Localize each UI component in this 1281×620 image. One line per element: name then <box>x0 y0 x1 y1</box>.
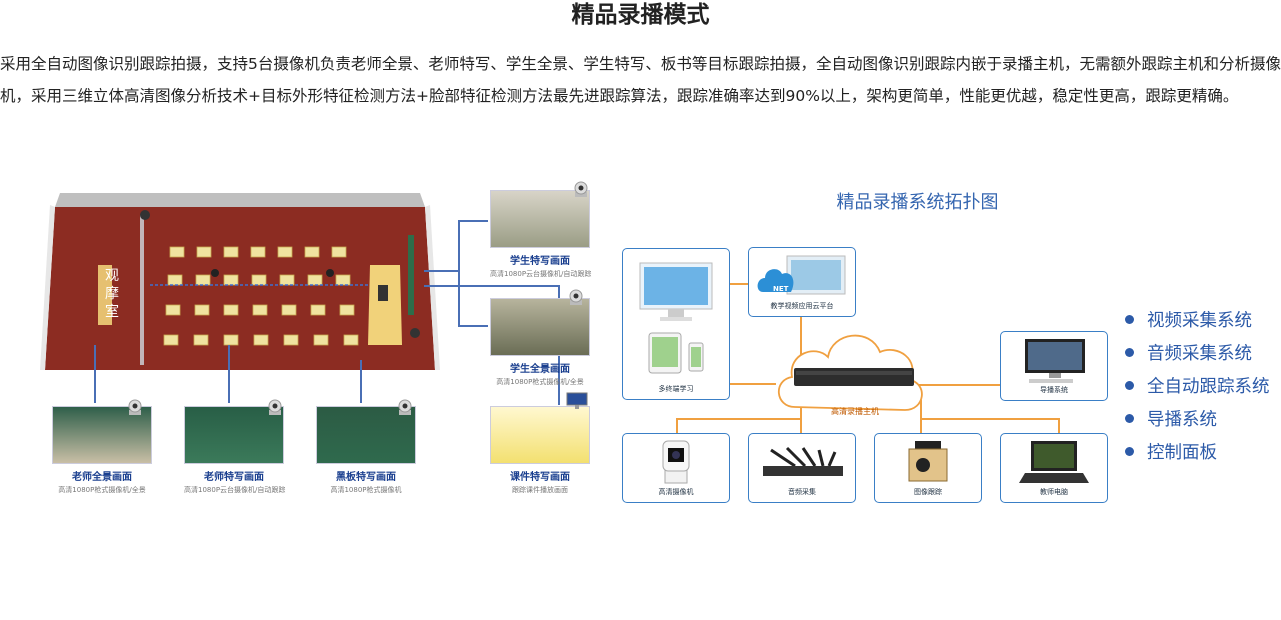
node-label: 多终端学习 <box>658 385 694 393</box>
page-title: 精品录播模式 <box>571 2 710 28</box>
card-caption: 老师特写画面 <box>204 472 264 483</box>
connector-line <box>424 270 460 272</box>
tablet-phone-icon <box>648 332 704 374</box>
connector-line <box>458 325 488 327</box>
node-label: 高清摄像机 <box>658 488 694 496</box>
blackboard-closeup-image <box>316 406 416 464</box>
legend-item: 控制面板 <box>1122 435 1270 468</box>
legend-item: 导播系统 <box>1122 402 1270 435</box>
legend-label: 音频采集系统 <box>1147 344 1252 364</box>
card-subcaption: 高清1080P云台摄像机/自动跟踪 <box>184 486 286 494</box>
teacher-closeup-card: 老师特写画面 高清1080P云台摄像机/自动跟踪 <box>184 406 286 495</box>
topology-line <box>910 384 1002 386</box>
bullet-icon <box>1125 414 1134 423</box>
cloud-platform-icon <box>757 255 846 295</box>
topology-title: 精品录播系统拓扑图 <box>836 192 999 213</box>
ptz-camera-icon <box>569 289 583 305</box>
node-label: 图像跟踪 <box>914 488 942 496</box>
topology-line <box>800 316 802 356</box>
node-label: 音频采集 <box>788 488 816 496</box>
cloud-icon <box>777 334 923 411</box>
card-caption: 黑板特写画面 <box>336 472 396 483</box>
node-label: 导播系统 <box>1040 386 1068 394</box>
legend: 视频采集系统 音频采集系统 全自动跟踪系统 导播系统 控制面板 <box>1122 303 1270 468</box>
image-tracking-node: 图像跟踪 <box>874 433 982 503</box>
connector-line <box>228 345 230 403</box>
connector-line <box>458 220 460 325</box>
directing-system-node: 导播系统 <box>1000 331 1108 401</box>
card-caption: 课件特写画面 <box>510 472 570 483</box>
topology-line <box>1058 418 1060 434</box>
monitor-icon <box>566 392 588 409</box>
card-caption: 学生特写画面 <box>510 256 570 267</box>
legend-item: 全自动跟踪系统 <box>1122 369 1270 402</box>
connector-line <box>360 360 362 403</box>
multi-terminal-node: 多终端学习 <box>622 248 730 400</box>
teacher-panorama-image <box>52 406 152 464</box>
connector-line <box>458 220 488 222</box>
node-label: 教学视频应用云平台 <box>770 302 834 310</box>
host-label: 高清录播主机 <box>831 407 879 416</box>
teacher-panorama-card: 老师全景画面 高清1080P枪式摄像机/全景 <box>52 406 152 495</box>
legend-label: 全自动跟踪系统 <box>1147 377 1270 397</box>
tracking-device-icon <box>908 441 948 482</box>
bullet-icon <box>1125 447 1134 456</box>
audio-capture-node: 音频采集 <box>748 433 856 503</box>
ptz-camera-icon <box>398 399 412 415</box>
card-subcaption: 高清1080P枪式摄像机 <box>330 486 402 494</box>
card-caption: 老师全景画面 <box>72 472 132 483</box>
classroom-illustration <box>40 193 440 370</box>
card-subcaption: 高清1080P枪式摄像机/全景 <box>58 486 146 494</box>
legend-item: 视频采集系统 <box>1122 303 1270 336</box>
monitor-keyboard-icon <box>1025 339 1085 383</box>
laptop-icon <box>1019 441 1089 483</box>
intro-paragraph: 采用全自动图像识别跟踪拍摄，支持5台摄像机负责老师全景、老师特写、学生全景、学生… <box>0 55 1281 105</box>
audio-capture-icon <box>763 446 843 476</box>
bullet-icon <box>1125 348 1134 357</box>
courseware-closeup-card: 课件特写画面 跟踪课件播放画面 <box>490 406 590 495</box>
topology-line <box>920 418 1060 420</box>
card-subcaption: 高清1080P枪式摄像机/全景 <box>496 378 584 386</box>
connector-line <box>424 285 559 287</box>
ptz-camera-icon <box>574 181 588 197</box>
legend-item: 音频采集系统 <box>1122 336 1270 369</box>
bullet-icon <box>1125 315 1134 324</box>
bullet-icon <box>1125 381 1134 390</box>
topology-line <box>920 400 922 434</box>
legend-label: 导播系统 <box>1147 410 1217 430</box>
student-closeup-card: 学生特写画面 高清1080P云台摄像机/自动跟踪 <box>490 190 592 279</box>
observation-room-label: 观摩室 <box>105 268 119 320</box>
hd-camera-icon <box>662 440 690 484</box>
hd-camera-node: 高清摄像机 <box>622 433 730 503</box>
topology-line <box>676 418 678 434</box>
blackboard-closeup-card: 黑板特写画面 高清1080P枪式摄像机 <box>316 406 416 495</box>
student-panorama-image <box>490 298 590 356</box>
net-badge: NET <box>773 285 789 293</box>
connector-line <box>94 345 96 403</box>
ptz-camera-icon <box>128 399 142 415</box>
card-subcaption: 高清1080P云台摄像机/自动跟踪 <box>490 270 592 278</box>
topology-line <box>676 418 800 420</box>
node-label: 教师电脑 <box>1040 488 1068 496</box>
student-closeup-image <box>490 190 590 248</box>
desktop-monitor-icon <box>639 262 713 321</box>
topology-line <box>728 283 750 285</box>
teacher-pc-node: 教师电脑 <box>1000 433 1108 503</box>
courseware-image <box>490 406 590 464</box>
topology-line <box>800 395 802 434</box>
cloud-platform-node: NET 教学视频应用云平台 <box>748 247 856 317</box>
student-panorama-card: 学生全景画面 高清1080P枪式摄像机/全景 <box>490 298 590 387</box>
teacher-closeup-image <box>184 406 284 464</box>
card-caption: 学生全景画面 <box>510 364 570 375</box>
legend-label: 控制面板 <box>1147 443 1217 463</box>
legend-label: 视频采集系统 <box>1147 311 1252 331</box>
card-subcaption: 跟踪课件播放画面 <box>512 486 568 494</box>
ptz-camera-icon <box>268 399 282 415</box>
